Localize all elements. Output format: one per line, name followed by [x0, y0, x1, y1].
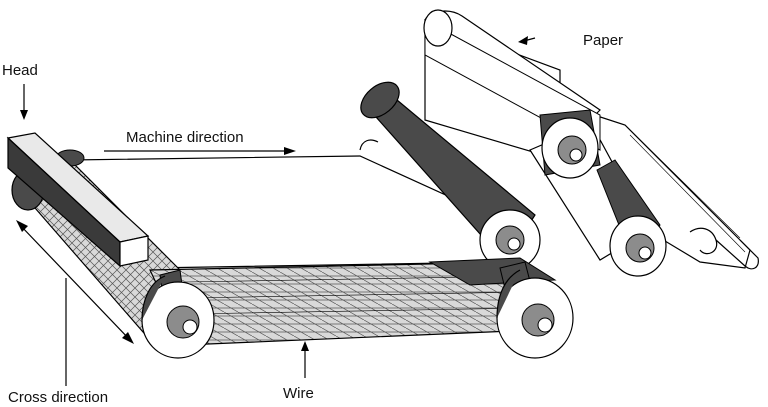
front-roller-left — [141, 269, 215, 359]
front-roller-right — [496, 261, 574, 359]
arrows — [16, 36, 536, 386]
press-roll-1 — [359, 81, 541, 271]
label-machine-direction: Machine direction — [126, 129, 244, 146]
label-paper: Paper — [583, 32, 623, 49]
head-box — [6, 132, 150, 268]
press-roll-3 — [596, 159, 667, 277]
press-roll-2 — [539, 109, 601, 179]
label-cross-direction: Cross direction — [8, 389, 108, 406]
label-head: Head — [2, 62, 38, 79]
label-wire: Wire — [283, 385, 314, 402]
